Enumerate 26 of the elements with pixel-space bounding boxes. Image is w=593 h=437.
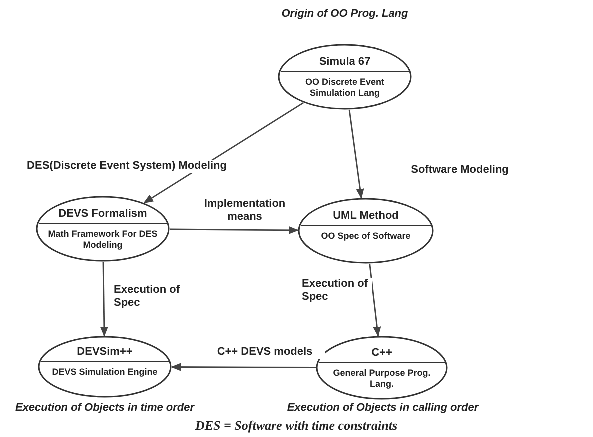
arrow — [170, 226, 299, 234]
arrow — [348, 110, 364, 200]
node-description: DEVS Simulation Engine — [51, 367, 159, 378]
ellipse-node — [38, 336, 172, 398]
arrow — [369, 264, 382, 338]
ellipse-node — [316, 336, 448, 400]
arrow — [171, 363, 316, 372]
node-title: DEVS Formalism — [58, 208, 148, 220]
node-title: UML Method — [332, 210, 400, 222]
arrow — [144, 102, 304, 204]
node-title: C++ — [370, 346, 394, 359]
node-description: General Purpose Prog. Lang. — [332, 368, 432, 390]
ellipse-node — [298, 198, 434, 264]
node-description: OO Spec of Software — [320, 230, 412, 242]
ellipse-node — [278, 44, 412, 110]
node-description: Math Framework For DES Modeling — [47, 228, 159, 251]
ellipse-node — [36, 196, 170, 262]
node-annotation: Origin of OO Prog. Lang — [282, 8, 408, 20]
caption: DES = Software with time constraints — [194, 418, 399, 434]
node-annotation: Execution of Objects in time order — [15, 402, 195, 414]
node-annotation: Execution of Objects in calling order — [287, 402, 479, 414]
edge-label: Execution of Spec — [302, 278, 372, 304]
node-title: DEVSim++ — [76, 346, 134, 358]
node-title: Simula 67 — [318, 56, 372, 68]
arrow — [100, 262, 108, 337]
node-description: OO Discrete Event Simulation Lang — [304, 76, 386, 99]
